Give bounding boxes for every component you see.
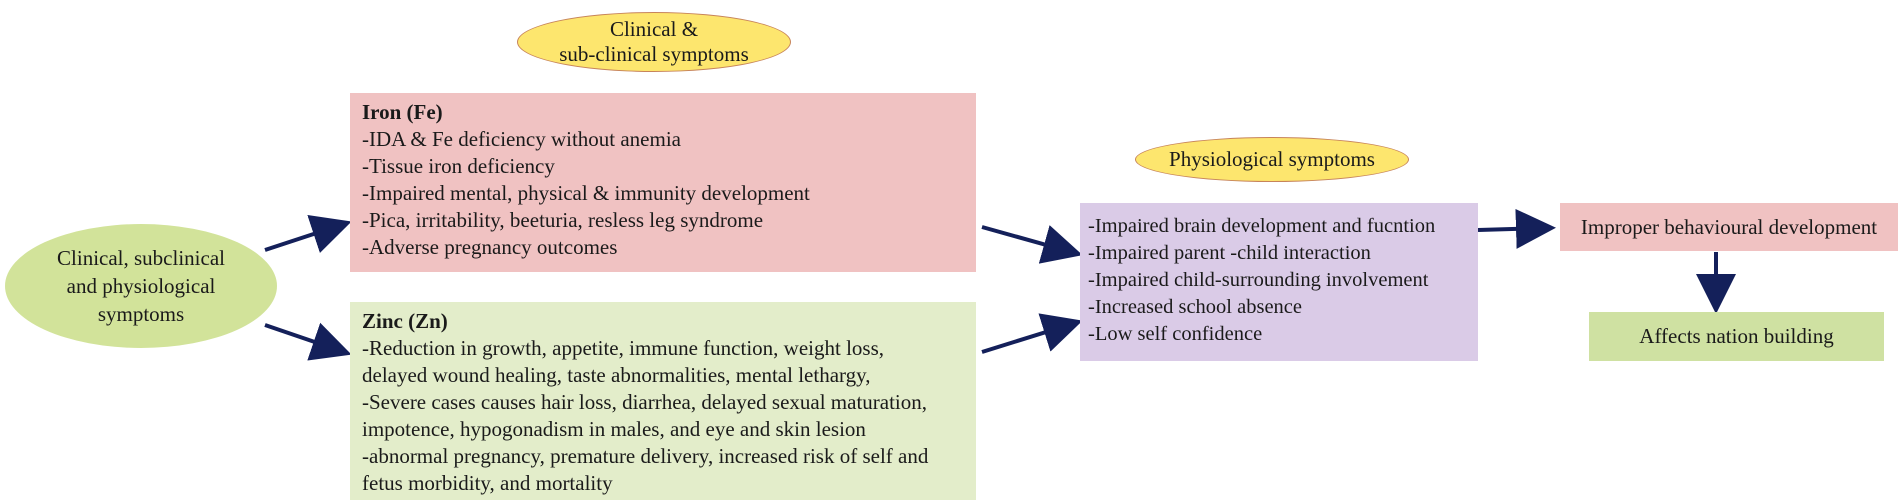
- arrow-zinc-to-physio: [981, 313, 1083, 354]
- zinc-item: -Severe cases causes hair loss, diarrhea…: [362, 390, 928, 414]
- zinc-item: -Reduction in growth, appetite, immune f…: [362, 336, 884, 360]
- iron-item: -Pica, irritability, beeturia, resless l…: [362, 208, 764, 232]
- clinical-label-line-2: sub-clinical symptoms: [559, 42, 749, 66]
- arrow-ellipse-to-iron: [264, 215, 352, 254]
- physiological-box: -Impaired brain development and fucntion…: [1080, 203, 1478, 361]
- behaviour-box: Improper behavioural development: [1560, 203, 1898, 251]
- behaviour-text: Improper behavioural development: [1580, 214, 1878, 239]
- clinical-label-line-1: Clinical &: [609, 17, 699, 41]
- zinc-box: Zinc (Zn) -Reduction in growth, appetite…: [350, 302, 976, 500]
- root-ellipse-line-1: Clinical, subclinical: [57, 246, 225, 270]
- root-symptoms-ellipse: Clinical, subclinical and physiological …: [5, 224, 277, 348]
- root-ellipse-line-3: symptoms: [97, 302, 185, 326]
- arrow-physio-to-behaviour: [1477, 208, 1556, 249]
- clinical-subclinical-label: Clinical & sub-clinical symptoms: [517, 12, 791, 72]
- physiological-label-text: Physiological symptoms: [1169, 147, 1375, 171]
- nation-box: Affects nation building: [1589, 312, 1884, 361]
- iron-item: -Impaired mental, physical & immunity de…: [362, 181, 810, 205]
- iron-item: -Tissue iron deficiency: [362, 154, 555, 178]
- arrow-ellipse-to-zinc: [264, 322, 352, 361]
- zinc-item: fetus morbidity, and mortality: [362, 471, 613, 495]
- zinc-item: delayed wound healing, taste abnormaliti…: [362, 363, 871, 387]
- physio-item: -Impaired brain development and fucntion: [1088, 215, 1436, 237]
- physio-item: -Impaired parent -child interaction: [1088, 242, 1371, 264]
- iron-item: -Adverse pregnancy outcomes: [362, 235, 618, 259]
- iron-box: Iron (Fe) -IDA & Fe deficiency without a…: [350, 93, 976, 272]
- physio-item: -Increased school absence: [1088, 296, 1302, 318]
- zinc-item: impotence, hypogonadism in males, and ey…: [362, 417, 866, 441]
- physio-item: -Low self confidence: [1088, 323, 1263, 345]
- physiological-label: Physiological symptoms: [1135, 137, 1409, 182]
- zinc-title: Zinc (Zn): [362, 309, 448, 333]
- iron-item: -IDA & Fe deficiency without anemia: [362, 127, 681, 151]
- nation-text: Affects nation building: [1639, 324, 1834, 348]
- zinc-item: -abnormal pregnancy, premature delivery,…: [362, 444, 929, 468]
- iron-title: Iron (Fe): [362, 100, 443, 124]
- physio-item: -Impaired child-surrounding involvement: [1088, 269, 1429, 291]
- arrow-iron-to-physio: [981, 225, 1083, 264]
- root-ellipse-line-2: and physiological: [66, 274, 216, 298]
